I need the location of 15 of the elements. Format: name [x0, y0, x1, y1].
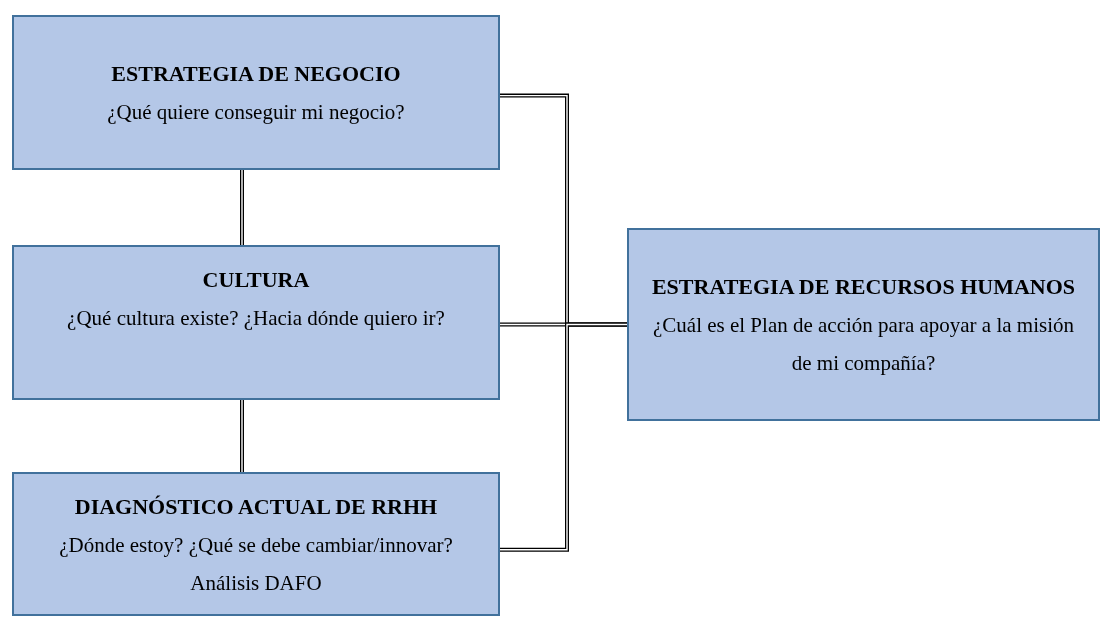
- process-box: [627, 228, 1100, 421]
- double-connector-line: [500, 322, 627, 552]
- box-heading: CULTURA: [202, 266, 310, 294]
- double-connector-line: [240, 170, 244, 245]
- process-box: [12, 15, 500, 170]
- box-heading: DIAGNÓSTICO ACTUAL DE RRHH: [74, 493, 438, 521]
- box-question: ¿Dónde estoy? ¿Qué se debe cambiar/innovar? Análisis DAFO: [58, 532, 454, 597]
- box-question: ¿Qué cultura existe? ¿Hacia dónde quiero ir?: [67, 305, 445, 332]
- box-question: ¿Qué quiere conseguir mi negocio?: [107, 98, 405, 126]
- box-heading: ESTRATEGIA DE RECURSOS HUMANOS: [651, 272, 1076, 301]
- box-question: ¿Cuál es el Plan de acción para apoyar a la misión de mi compañía?: [652, 311, 1075, 377]
- process-box: [12, 245, 500, 400]
- double-connector-line: [240, 400, 244, 472]
- box-heading: ESTRATEGIA DE NEGOCIO: [111, 59, 401, 88]
- process-box: [12, 472, 500, 616]
